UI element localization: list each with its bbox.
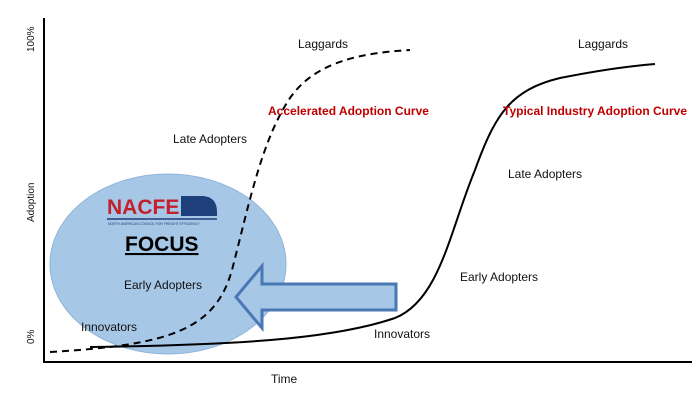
typical-adoption-curve <box>89 63 656 348</box>
typical-laggards-label: Laggards <box>578 37 628 51</box>
accelerated-adoption-curve <box>49 49 411 353</box>
typical-innovators-label: Innovators <box>374 327 430 341</box>
typical-late-adopters-label: Late Adopters <box>508 167 582 181</box>
typical-early-adopters-label: Early Adopters <box>460 270 538 284</box>
nacfe-logo-subtext: NORTH AMERICAN COUNCIL FOR FREIGHT EFFIC… <box>108 222 200 226</box>
accelerated-curve-title: Accelerated Adoption Curve <box>268 104 429 118</box>
focus-early-adopters-label: Early Adopters <box>124 278 202 292</box>
truck-logo-icon <box>181 196 217 216</box>
nacfe-logo: NACFE NORTH AMERICAN COUNCIL FOR FREIGHT… <box>107 196 217 226</box>
accelerated-late-adopters-label: Late Adopters <box>173 132 247 146</box>
acceleration-arrow <box>234 261 398 333</box>
x-axis-title: Time <box>271 372 298 386</box>
focus-innovators-label: Innovators <box>81 320 137 334</box>
accelerated-laggards-label: Laggards <box>298 37 348 51</box>
typical-curve-title: Typical Industry Adoption Curve <box>503 104 687 118</box>
y-axis-bottom-label: 0% <box>26 329 37 344</box>
y-axis-top-label: 100% <box>26 26 37 52</box>
y-axis-title: Adoption <box>26 183 37 222</box>
nacfe-logo-text: NACFE <box>107 196 179 219</box>
focus-title: FOCUS <box>125 233 199 256</box>
